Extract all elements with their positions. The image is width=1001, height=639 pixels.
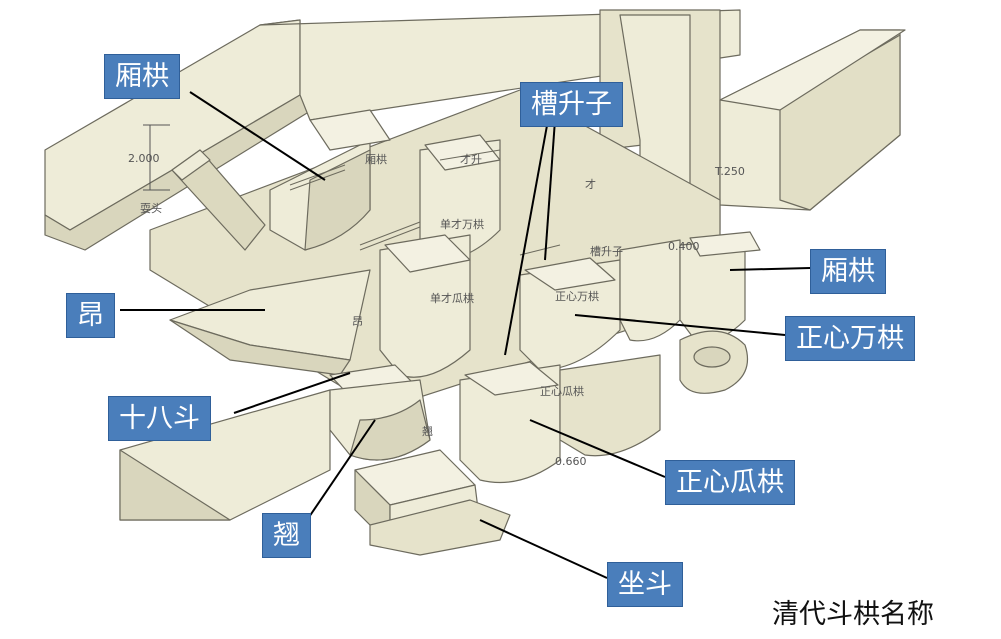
label-xiang-gong-left: 厢栱 <box>104 54 180 99</box>
diagram-caption: 清代斗栱名称 <box>772 599 934 630</box>
leader-xiang-gong-right <box>729 267 811 271</box>
xiang-gong-left-curve <box>304 149 371 251</box>
dim-400-text: 0.400 <box>668 240 700 253</box>
xiang-gong-left-cap <box>309 109 391 151</box>
label-zuo-dou: 坐斗 <box>607 562 683 607</box>
zheng-xin-gua-gong-cap <box>464 361 559 396</box>
dim-660-text: 0.660 <box>555 455 587 468</box>
dim-250-text: T.250 <box>714 165 745 178</box>
leader-zheng-xin-wan-gong <box>574 314 786 336</box>
leader-cao-sheng-zi-a <box>504 119 549 356</box>
label-ang: 昂 <box>66 293 115 338</box>
leader-cao-sheng-zi-b <box>544 119 556 261</box>
shua-tou-face <box>171 149 211 181</box>
left-pillar-lower <box>119 449 231 521</box>
dan-cai-gua-gong-cap <box>384 234 471 273</box>
zheng-xin-wan-gong-cap <box>524 257 616 291</box>
curled-end-hole <box>693 346 731 368</box>
label-shi-ba-dou: 十八斗 <box>108 396 211 441</box>
dim-2000-text: 2.000 <box>128 152 160 165</box>
drawing-annotations: 2.000 耍头 厢栱 才升 才 T.250 单才万栱 槽升子 0.400 昂 … <box>128 152 745 468</box>
right-bracket-a <box>619 239 681 342</box>
label-zheng-xin-wan-gong: 正心万栱 <box>785 316 915 361</box>
label-xiang-gong-right: 厢栱 <box>810 249 886 294</box>
leader-zuo-dou <box>479 519 608 579</box>
cai-text: 才 <box>585 177 596 191</box>
leader-qiao <box>306 419 376 521</box>
zuo-dou-lower <box>369 499 511 556</box>
zheng-xin-wan-gong-small-text: 正心万栱 <box>555 289 599 303</box>
ang-beak-underside <box>169 319 351 376</box>
ang-small-text: 昂 <box>352 315 363 328</box>
dimension-line-2000 <box>143 124 170 191</box>
right-bracket-cap <box>689 231 761 257</box>
right-rafter-top <box>719 29 906 111</box>
leader-zheng-xin-gua-gong <box>529 419 666 478</box>
dan-cai-wan-gong-text: 单才万栱 <box>440 217 484 231</box>
qiao-small-text: 翘 <box>422 425 433 438</box>
zheng-xin-gua-gong-small-text: 正心瓜栱 <box>540 384 584 398</box>
label-cao-sheng-zi: 槽升子 <box>520 82 623 127</box>
shua-tou-text: 耍头 <box>140 202 162 215</box>
cao-sheng-zi-small-text: 槽升子 <box>590 245 623 258</box>
xiang-gong-small-text: 厢栱 <box>365 152 387 166</box>
zheng-xin-gua-gong-block <box>459 364 561 484</box>
label-zheng-xin-gua-gong: 正心瓜栱 <box>665 460 795 505</box>
label-qiao: 翘 <box>262 513 311 558</box>
qiao-curve <box>349 399 431 461</box>
leader-shi-ba-dou <box>233 372 351 414</box>
dan-cai-gua-gong-right <box>559 354 661 457</box>
leader-lines <box>120 91 811 579</box>
structure-model <box>44 9 906 556</box>
dan-cai-gua-gong-text: 单才瓜栱 <box>430 291 474 305</box>
cai-sheng-text: 才升 <box>460 152 482 166</box>
dan-cai-wan-gong-cap <box>424 134 501 171</box>
leader-xiang-gong-left <box>189 91 326 181</box>
